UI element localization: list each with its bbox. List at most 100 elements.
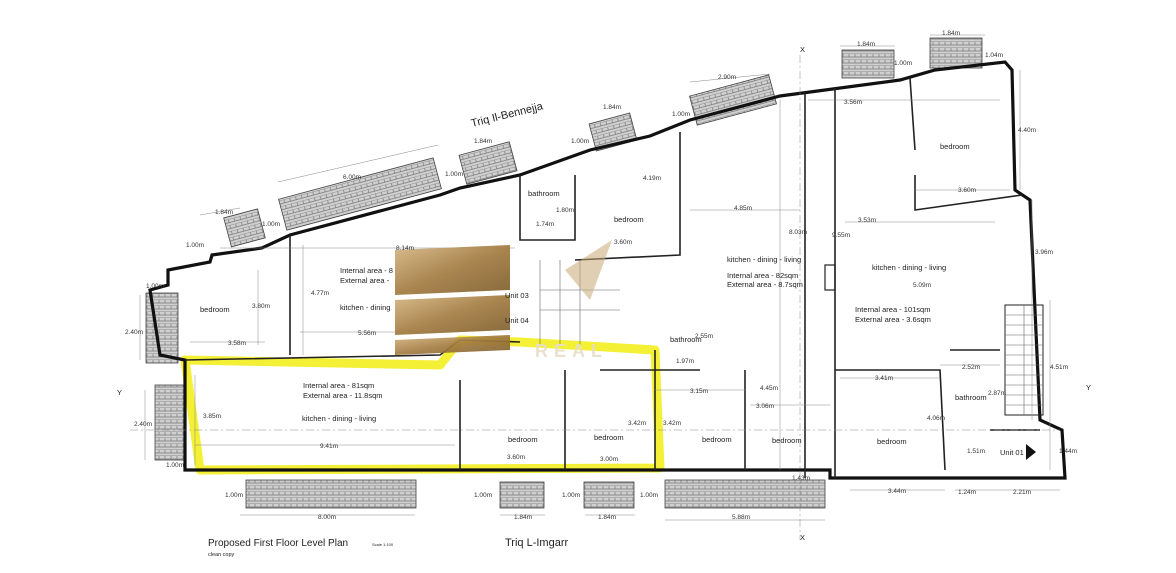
room-label: kitchen - dining - living [727, 255, 801, 264]
watermark-text: REAL [535, 341, 608, 361]
dim-label: 4.85m [734, 205, 752, 212]
dim-label: 8.14m [396, 245, 414, 252]
dim-label: 3.42m [628, 420, 646, 427]
room-label: bathroom [528, 189, 560, 198]
dim-label: 3.15m [690, 388, 708, 395]
dim-label: 1.84m [598, 514, 616, 521]
dim-label: 1.84m [603, 104, 621, 111]
room-label: bedroom [200, 305, 230, 314]
unit2-internal: Internal area - 82sqm [727, 271, 798, 280]
balcony [583, 481, 635, 509]
dim-label: 1.00m [562, 492, 580, 499]
dim-label: 3.42m [663, 420, 681, 427]
watermark-logo: REAL [395, 240, 612, 361]
dim-label: 3.00m [600, 456, 618, 463]
room-label: bedroom [772, 436, 802, 445]
dim-label: 2.55m [695, 333, 713, 340]
dim-label: 2.21m [1013, 489, 1031, 496]
street-top: Triq Il-Bennejja [470, 100, 545, 130]
dim-label: 3.80m [252, 303, 270, 310]
room-label: kitchen - dining - living [872, 263, 946, 272]
dim-label: 1.00m [672, 111, 690, 118]
balcony [245, 479, 417, 509]
axis-marker-y-right: Y [1086, 383, 1091, 392]
room-label: bathroom [670, 335, 702, 344]
dim-label: 1.00m [186, 242, 204, 249]
plan-scale: Scale 1:100 [372, 542, 394, 547]
dim-label: 2.40m [134, 421, 152, 428]
dim-label: 4.19m [643, 175, 661, 182]
dim-label: 1.84m [474, 138, 492, 145]
unit1-external: External area - 3.6sqm [855, 315, 931, 324]
dim-label: 1.80m [556, 207, 574, 214]
dim-label: 2.90m [718, 74, 736, 81]
dim-label: 1.84m [857, 41, 875, 48]
dim-label: 2.40m [125, 329, 143, 336]
dim-label: 4.06m [927, 415, 945, 422]
dim-label: 3.41m [875, 375, 893, 382]
balcony [689, 74, 777, 126]
dim-label: 1.51m [967, 448, 985, 455]
dim-label: 2.52m [962, 364, 980, 371]
balcony [499, 481, 545, 509]
room-label: bedroom [594, 433, 624, 442]
dim-label: 1.00m [445, 171, 463, 178]
room-label: kitchen - dining - living [302, 414, 376, 423]
dim-label: 3.56m [844, 99, 862, 106]
room-label: bedroom [614, 215, 644, 224]
dim-label: 1.84m [215, 209, 233, 216]
dim-label: 1.43m [792, 475, 810, 482]
plan-note: clean copy [208, 552, 235, 558]
dim-label: 1.00m [571, 138, 589, 145]
staircase [1004, 304, 1044, 416]
unit3-internal: Internal area - 8 [340, 266, 393, 275]
balcony [929, 37, 983, 69]
dim-label: 1.24m [958, 489, 976, 496]
dim-label: 3.53m [858, 217, 876, 224]
unit1-label: Unit 01 [1000, 448, 1024, 457]
unit2-external: External area - 8.7sqm [727, 280, 803, 289]
dimension-lines [130, 34, 1060, 540]
unit5-external: External area - 11.8sqm [303, 391, 382, 400]
dim-label: 1.00m [474, 492, 492, 499]
room-labels: bedroom bathroom bedroom bedroom kitchen… [200, 142, 987, 446]
dim-label: 1.00m [894, 60, 912, 67]
unit-labels: Internal area - 101sqm External area - 3… [303, 266, 1036, 460]
dim-label: 4.51m [1050, 364, 1068, 371]
dim-label: 9.41m [320, 443, 338, 450]
dim-label: 3.44m [888, 488, 906, 495]
balconies [145, 37, 983, 509]
axis-marker-x-bottom: X [800, 533, 805, 542]
balcony [664, 479, 826, 509]
unit3-label: Unit 03 [505, 291, 529, 300]
dim-label: 1.00m [166, 462, 184, 469]
dim-label: 8.03m [789, 229, 807, 236]
dim-label: 4.40m [1018, 127, 1036, 134]
dim-label: 1.97m [676, 358, 694, 365]
dim-label: 4.45m [760, 385, 778, 392]
unit1-entry-arrow [1026, 444, 1036, 460]
axis-marker-y-left: Y [117, 388, 122, 397]
dim-label: 8.00m [318, 514, 336, 521]
dim-label: 1.04m [985, 52, 1003, 59]
dim-label: 1.00m [225, 492, 243, 499]
dim-label: 1.00m [640, 492, 658, 499]
dim-label: 9.55m [832, 232, 850, 239]
room-label: bedroom [702, 435, 732, 444]
unit5-internal: Internal area - 81sqm [303, 381, 374, 390]
dimension-labels: 1.84m 1.00m 1.00m 6.00m 1.00m 1.84m 1.00… [125, 30, 1077, 521]
dim-label: 5.56m [358, 330, 376, 337]
room-label: bedroom [877, 437, 907, 446]
dim-label: 1.84m [942, 30, 960, 37]
dim-label: 3.06m [756, 403, 774, 410]
dim-label: 5.88m [732, 514, 750, 521]
dim-label: 1.74m [536, 221, 554, 228]
axis-marker-x-top: X [800, 45, 805, 54]
street-bottom: Triq L-Imgarr [505, 537, 568, 549]
dim-label: 6.00m [343, 174, 361, 181]
unit3-external: External area - [340, 276, 390, 285]
room-label: bedroom [940, 142, 970, 151]
dim-label: 2.87m [988, 390, 1006, 397]
dim-label: 3.58m [228, 340, 246, 347]
